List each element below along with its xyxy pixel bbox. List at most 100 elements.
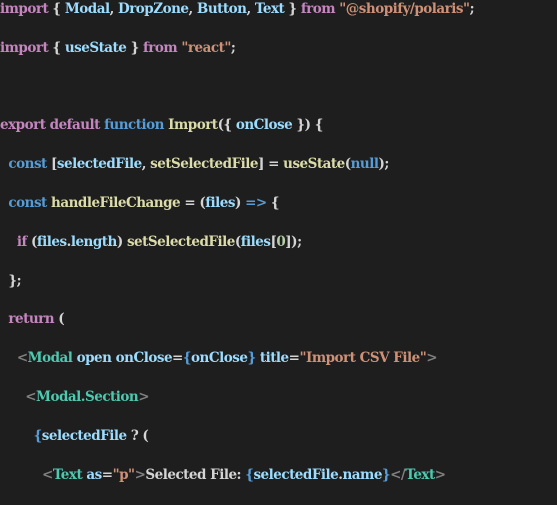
code-line[interactable]: const [selectedFile, setSelectedFile] = … [0, 155, 557, 194]
code-token: length [70, 233, 118, 250]
code-token: Modal [27, 350, 73, 367]
code-token: { [266, 194, 280, 211]
code-line[interactable]: <Text as="p">Selected File: {selectedFil… [0, 466, 557, 505]
code-token: return [8, 311, 55, 328]
code-token: = [101, 466, 113, 483]
code-token: => [245, 194, 267, 211]
code-token: onClose [191, 350, 248, 367]
code-token: } [284, 1, 301, 17]
code-line[interactable]: <Modal.Section> [0, 388, 557, 427]
code-token: = [172, 350, 183, 367]
code-token [0, 389, 25, 405]
code-token: > [426, 350, 438, 367]
code-token: as [86, 466, 102, 483]
code-token: selectedFile [56, 156, 142, 173]
code-token: const [8, 194, 47, 211]
code-token: ( [344, 156, 351, 173]
code-token: useState [64, 39, 127, 56]
code-token: ; [230, 39, 236, 56]
code-token: [ [46, 156, 57, 173]
code-token: }; [0, 272, 22, 289]
code-token: ) [235, 194, 246, 211]
code-token: ({ [217, 117, 236, 134]
code-token: = [288, 350, 300, 367]
code-token: "p" [112, 466, 136, 483]
code-token: < [25, 388, 37, 405]
code-token: ) [116, 233, 127, 250]
code-token: DropZone [117, 1, 189, 17]
code-line[interactable]: if (files.length) setSelectedFile(files[… [0, 233, 557, 272]
code-token [0, 467, 42, 483]
code-token: < [42, 466, 53, 483]
code-token: Modal [64, 1, 110, 17]
code-token: Modal.Section [36, 388, 139, 405]
code-token: [ [270, 233, 277, 250]
code-token: ; [469, 1, 475, 17]
code-token: , [246, 1, 255, 17]
code-token: } [381, 466, 391, 483]
code-token: files [205, 194, 235, 211]
code-line[interactable]: return ( [0, 310, 557, 349]
code-token: "@shopify/polaris" [339, 1, 470, 17]
code-token: setSelectedFile [150, 156, 259, 173]
code-token: handleFileChange [51, 194, 181, 211]
code-token: </ [390, 466, 406, 483]
code-token: { [48, 39, 65, 56]
code-token: null [350, 156, 379, 173]
code-token: Text [52, 466, 83, 483]
code-token: . [66, 233, 72, 250]
code-token: export [0, 117, 46, 134]
code-line[interactable]: import { useState } from "react"; [0, 39, 557, 78]
code-token: > [434, 466, 446, 483]
code-line[interactable]: {selectedFile ? ( [0, 427, 557, 466]
code-token: const [8, 156, 47, 173]
code-token: onClose [115, 350, 173, 367]
code-token: ( [234, 233, 241, 250]
code-token: { [182, 350, 192, 367]
code-token: = ( [180, 194, 206, 211]
code-token: ] = [258, 156, 284, 173]
code-line[interactable]: <Modal open onClose={onClose} title="Imp… [0, 349, 557, 388]
code-token: Import [168, 117, 218, 134]
code-token: selectedFile [41, 427, 127, 444]
code-token: }) { [292, 117, 323, 134]
code-line[interactable]: const handleFileChange = (files) => { [0, 194, 557, 233]
code-token: { [48, 1, 65, 17]
code-token: ( [26, 233, 37, 250]
code-token: files [36, 233, 67, 250]
code-token: useState [283, 156, 345, 173]
code-line[interactable]: }; [0, 272, 557, 311]
code-line[interactable]: import { Modal, DropZone, Button, Text }… [0, 0, 557, 39]
code-token: ( [54, 311, 65, 328]
code-token: import [0, 39, 49, 56]
code-token: from [300, 1, 336, 17]
code-token: > [138, 388, 150, 405]
code-token: . [338, 466, 343, 483]
code-token: ? ( [126, 427, 149, 444]
code-token: "react" [181, 39, 231, 56]
code-token: , [109, 1, 118, 17]
code-line[interactable]: export default function Import({ onClose… [0, 116, 557, 155]
code-token: Selected File: [145, 466, 246, 483]
code-token: , [141, 156, 151, 173]
code-token: from [142, 39, 178, 56]
code-token: } [247, 350, 256, 367]
code-token: 0 [276, 233, 286, 250]
code-token: ]); [285, 233, 302, 250]
code-token: title [259, 350, 289, 367]
code-token: open [76, 350, 112, 367]
code-token: { [33, 427, 43, 444]
code-token: > [134, 466, 146, 483]
code-token: onClose [235, 117, 293, 134]
code-token: function [104, 117, 164, 134]
code-line[interactable]: ​ [0, 78, 557, 117]
code-token: files [240, 233, 271, 250]
code-token: { [245, 466, 254, 483]
code-token: selectedFile [253, 466, 339, 483]
code-token: Text [254, 1, 285, 17]
code-token: ); [378, 156, 389, 173]
code-token: , [188, 1, 197, 17]
code-token [0, 428, 34, 444]
